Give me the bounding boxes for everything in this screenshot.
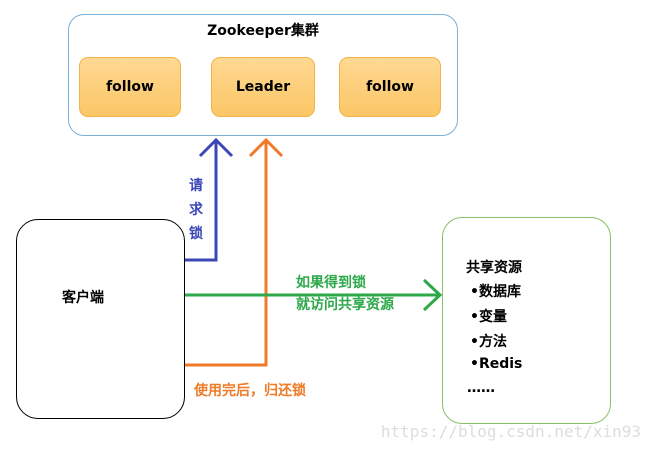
shared-item-database: •数据库 xyxy=(470,284,521,300)
release-lock-arrow xyxy=(185,140,268,367)
watermark: https://blog.csdn.net/xin93 xyxy=(380,422,641,441)
request-lock-arrow xyxy=(185,140,218,262)
follower-node-2: follow xyxy=(339,57,441,117)
access-label-line-2: 就访问共享资源 xyxy=(296,297,394,313)
request-lock-char-3: 锁 xyxy=(189,226,203,242)
shared-item-more: …… xyxy=(467,380,495,396)
shared-resource-title: 共享资源 xyxy=(466,260,522,276)
leader-node: Leader xyxy=(211,57,315,117)
release-lock-arrowhead xyxy=(248,137,284,158)
access-resource-arrowhead xyxy=(422,278,443,312)
request-lock-label: 请 求 锁 xyxy=(189,174,203,246)
request-lock-char-2: 求 xyxy=(189,202,203,218)
release-lock-label: 使用完后，归还锁 xyxy=(194,383,306,399)
request-lock-arrowhead xyxy=(198,137,234,158)
access-label-line-1: 如果得到锁 xyxy=(296,275,366,291)
follower-node-1: follow xyxy=(79,57,181,117)
request-lock-char-1: 请 xyxy=(189,178,203,194)
client-label: 客户端 xyxy=(62,290,104,306)
shared-item-redis: •Redis xyxy=(470,356,523,372)
client-box xyxy=(16,219,185,419)
shared-item-variable: •变量 xyxy=(470,309,507,325)
shared-resource-box xyxy=(442,217,611,424)
cluster-title: Zookeeper集群 xyxy=(207,23,319,39)
access-label: 如果得到锁 就访问共享资源 xyxy=(296,272,394,316)
shared-item-method: •方法 xyxy=(470,334,507,350)
